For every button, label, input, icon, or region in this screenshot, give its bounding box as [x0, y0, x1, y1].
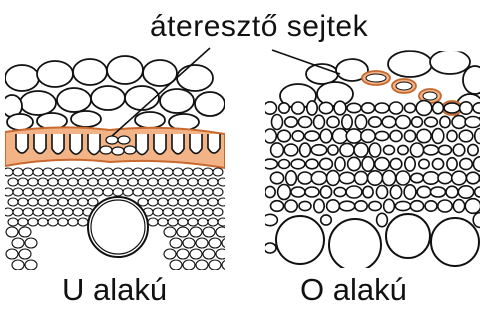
cortex-cells-left: [2, 56, 225, 130]
vessel-left: [88, 197, 148, 257]
o-shaped-label: O alakú: [300, 272, 407, 308]
passage-cells-label: áteresztő sejtek: [150, 10, 368, 44]
vessel-right-3: [386, 214, 430, 258]
vessel-right-4: [431, 218, 479, 266]
u-shaped-panel: [2, 56, 234, 270]
vessel-right-1: [276, 216, 324, 264]
vessel-right-2: [329, 219, 381, 271]
o-shaped-panel: [263, 50, 486, 271]
u-shaped-label: U alakú: [62, 272, 167, 308]
